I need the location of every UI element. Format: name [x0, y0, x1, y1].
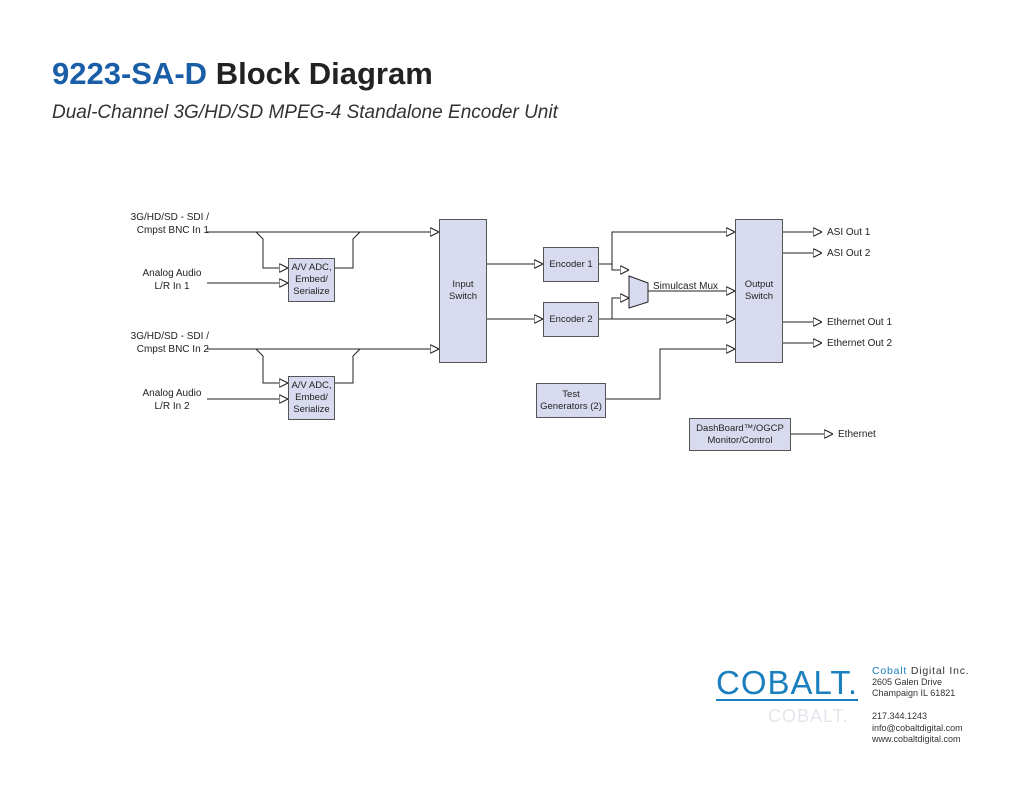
street-address: 2605 Galen Drive	[872, 677, 943, 687]
ethernet-label: Ethernet	[838, 429, 876, 440]
cobalt-logo: COBALT.	[716, 664, 859, 701]
cobalt-logo-reflection: COBALT.	[768, 706, 849, 726]
adc1-to-bus	[334, 231, 361, 269]
enc2-to-mux	[611, 298, 629, 319]
encoder-2-block: Encoder 2	[543, 302, 599, 337]
enc1-to-output	[599, 232, 735, 265]
logo-underline	[716, 699, 858, 701]
asi-out-1-label: ASI Out 1	[827, 227, 871, 238]
company-name: Cobalt Digital Inc.	[872, 665, 970, 677]
simulcast-mux-label: Simulcast Mux	[653, 281, 719, 292]
sdi2-to-adc2	[255, 348, 288, 383]
ethernet-out-2-label: Ethernet Out 2	[827, 338, 893, 349]
title-text: Block Diagram	[215, 56, 433, 91]
enc1-to-mux	[611, 264, 629, 270]
email-address[interactable]: info@cobaltdigital.com	[872, 722, 963, 733]
company-contact: 217.344.1243 info@cobaltdigital.com www.…	[872, 711, 963, 746]
sdi1-to-adc1	[255, 231, 288, 268]
sdi-in-1-label: 3G/HD/SD - SDI /Cmpst BNC In 1	[130, 212, 209, 236]
asi-out-2-label: ASI Out 2	[827, 248, 871, 259]
simulcast-mux-symbol	[628, 275, 649, 309]
page-subtitle: Dual-Channel 3G/HD/SD MPEG-4 Standalone …	[52, 102, 558, 123]
website-link[interactable]: www.cobaltdigital.com	[872, 734, 961, 744]
page-title: 9223-SA-D Block Diagram	[52, 56, 433, 92]
adc2-to-bus	[334, 348, 361, 384]
city-address: Champaign IL 61821	[872, 688, 956, 698]
av-adc-block-2: A/V ADC,Embed/Serialize	[288, 376, 335, 420]
av-adc-block-1: A/V ADC,Embed/Serialize	[288, 258, 335, 302]
sdi-in-2-label: 3G/HD/SD - SDI /Cmpst BNC In 2	[130, 331, 209, 355]
company-address: Cobalt Digital Inc. 2605 Galen Drive Cha…	[872, 666, 970, 699]
model-number: 9223-SA-D	[52, 56, 208, 91]
phone-number: 217.344.1243	[872, 711, 928, 721]
ethernet-out-1-label: Ethernet Out 1	[827, 317, 893, 328]
encoder-1-block: Encoder 1	[543, 247, 599, 282]
testgen-to-output	[605, 349, 735, 400]
